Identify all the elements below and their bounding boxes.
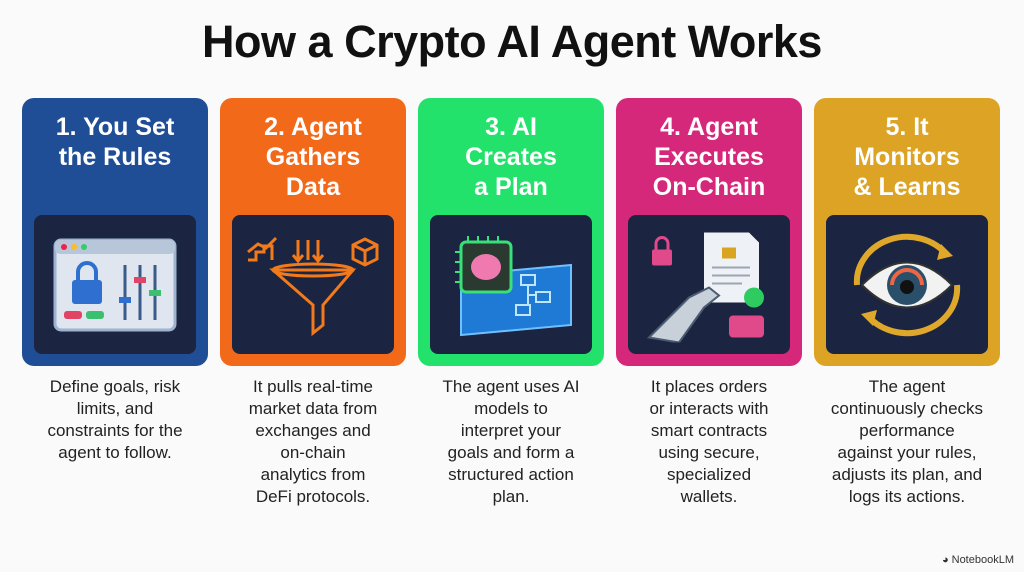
step-description: Define goals, risk limits, and constrain… <box>47 377 183 462</box>
step-title: 4. Agent Executes On-Chain <box>652 113 766 201</box>
icon-panel <box>430 215 592 354</box>
eye-cycle-icon <box>853 233 961 336</box>
step-description: The agent uses AI models to interpret yo… <box>442 377 580 506</box>
step-title: 2. Agent Gathers Data <box>264 113 362 201</box>
icon-panel <box>232 215 394 354</box>
step-title: 1. You Set the Rules <box>55 113 175 171</box>
brain-chip-blueprint-icon <box>455 235 572 336</box>
icon-panel <box>34 215 196 354</box>
brand-label: NotebookLM <box>951 554 1014 566</box>
step-card-4: 4. Agent Executes On-Chain <box>616 98 802 366</box>
notebooklm-logo-icon: ◕ <box>941 554 949 566</box>
settings-lock-icon <box>53 238 177 331</box>
step-description: The agent continuously checks performanc… <box>830 377 984 506</box>
step-title: 5. It Monitors & Learns <box>853 113 961 201</box>
step-description: It places orders or interacts with smart… <box>649 377 769 506</box>
brand-watermark: ◕NotebookLM <box>942 554 1014 566</box>
data-funnel-icon <box>247 236 379 336</box>
step-card-5: 5. It Monitors & Learns <box>814 98 1000 366</box>
icon-panel <box>826 215 988 354</box>
icon-panel <box>628 215 790 354</box>
step-description: It pulls real-time market data from exch… <box>248 377 378 506</box>
step-card-2: 2. Agent Gathers Data <box>220 98 406 366</box>
step-title: 3. AI Creates a Plan <box>465 113 557 201</box>
step-card-1: 1. You Set the Rules <box>22 98 208 366</box>
robot-hand-contract-icon <box>646 232 764 342</box>
page-title: How a Crypto AI Agent Works <box>202 16 822 67</box>
step-card-3: 3. AI Creates a Plan <box>418 98 604 366</box>
